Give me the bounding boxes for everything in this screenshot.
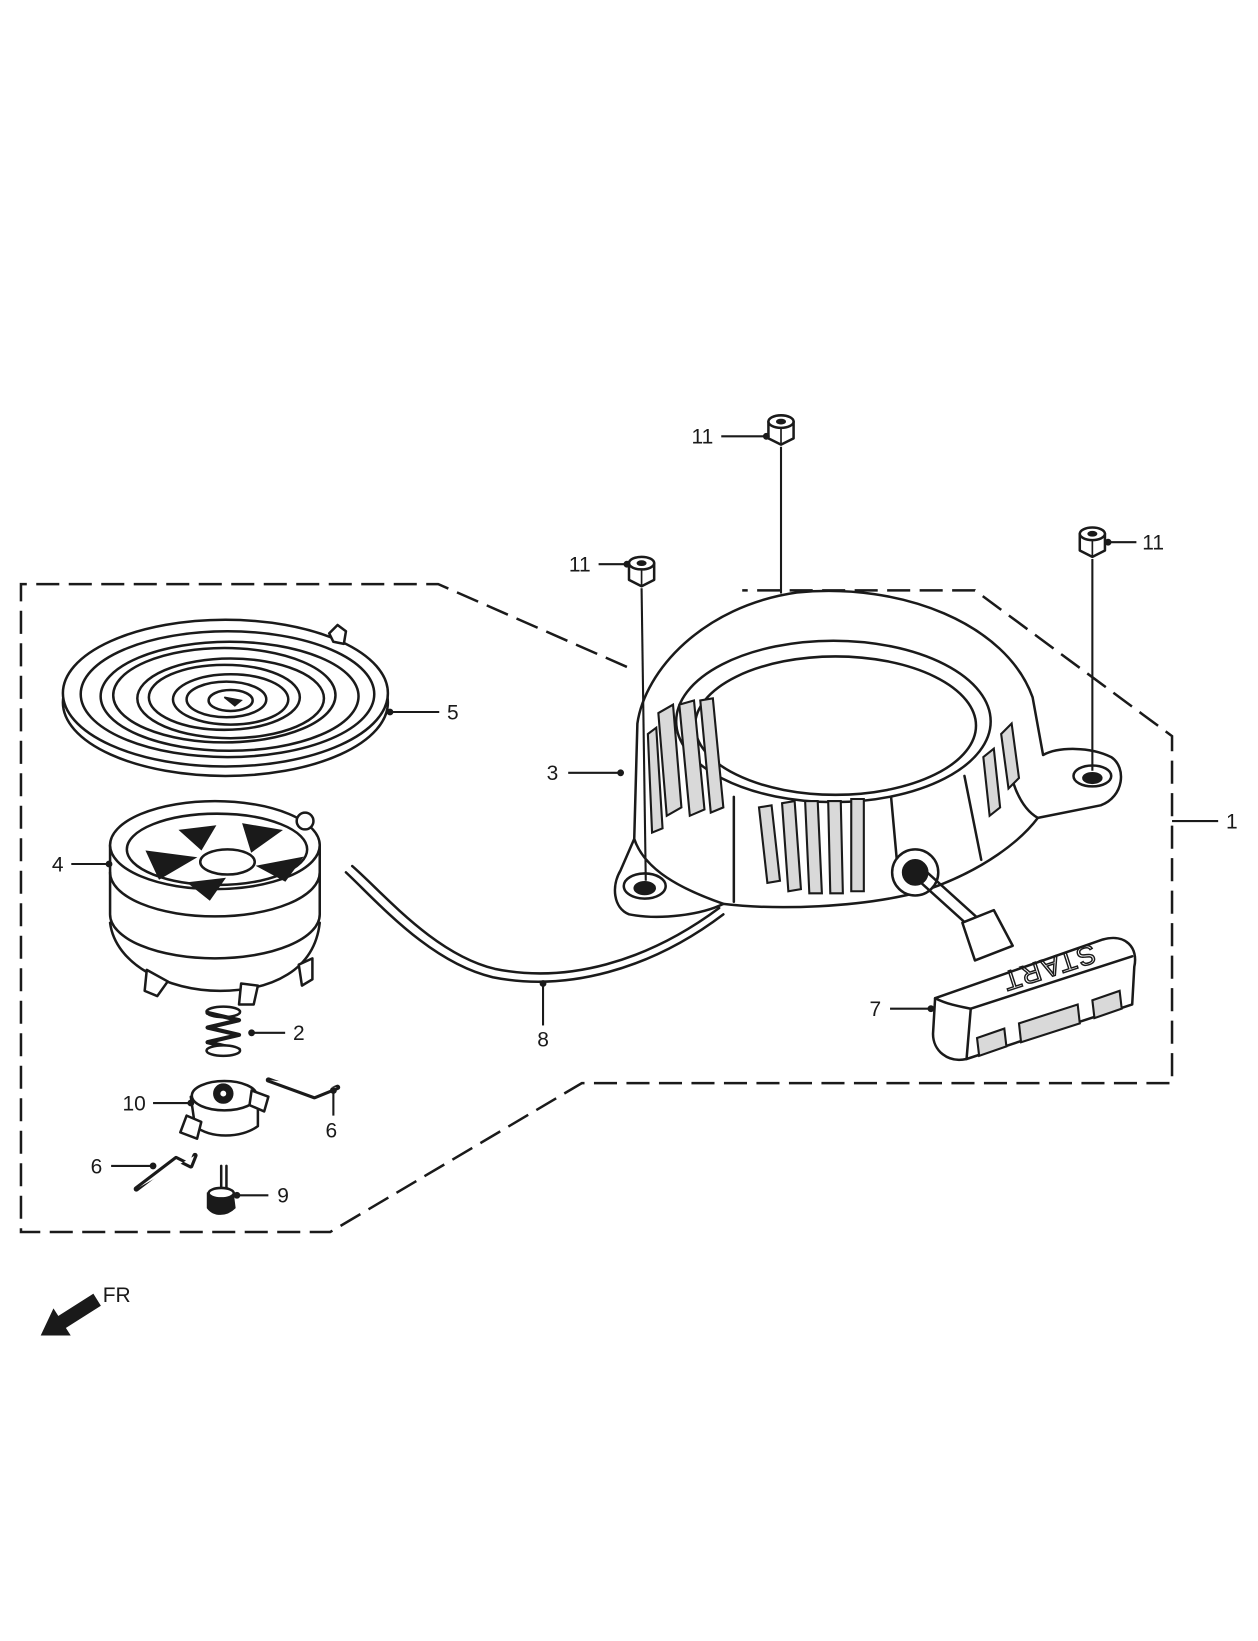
- callout-4: 4: [52, 853, 64, 876]
- callout-1: 1: [1226, 810, 1238, 833]
- pawl-spring-left: [133, 1152, 198, 1192]
- flange-nut-top: [767, 414, 795, 446]
- callout-11-top: 11: [692, 426, 714, 449]
- starter-cover: [613, 589, 1123, 919]
- front-arrow-icon: [40, 1293, 101, 1336]
- callout-6-right: 6: [325, 1120, 337, 1143]
- callout-3: 3: [547, 762, 559, 785]
- spiral-spring: [61, 618, 390, 778]
- starter-rope: [344, 864, 725, 983]
- front-direction-label: FR: [103, 1284, 131, 1307]
- leader-lines: [71, 432, 1219, 1199]
- ratchet-screw: [206, 1164, 236, 1215]
- callout-2: 2: [293, 1022, 305, 1045]
- starter-reel: [108, 799, 321, 1006]
- callout-9: 9: [277, 1185, 289, 1208]
- flange-nut-left: [627, 555, 656, 588]
- cover-side-vents: [646, 697, 725, 835]
- callout-11-right: 11: [1142, 532, 1164, 555]
- nut-axis-lines: [640, 446, 1094, 881]
- pawl-spring-right: [265, 1077, 341, 1100]
- callout-10: 10: [123, 1092, 146, 1115]
- callout-6-left: 6: [91, 1155, 103, 1178]
- coil-spring: [205, 1005, 242, 1058]
- callout-7: 7: [870, 998, 882, 1021]
- flange-nut-right: [1078, 526, 1107, 559]
- callout-11-left: 11: [569, 554, 591, 577]
- assembly-boundary: [19, 582, 1174, 1234]
- ratchet: [179, 1079, 270, 1140]
- starter-grip: START: [912, 866, 1137, 1062]
- cover-front-vents: [757, 797, 865, 895]
- callout-5: 5: [447, 701, 459, 724]
- front-direction-indicator: FR: [40, 1284, 131, 1336]
- callout-8: 8: [537, 1028, 549, 1051]
- callout-labels: 11 11 11 5 3 1 4 7 2 8 10 6 6 9: [52, 426, 1238, 1208]
